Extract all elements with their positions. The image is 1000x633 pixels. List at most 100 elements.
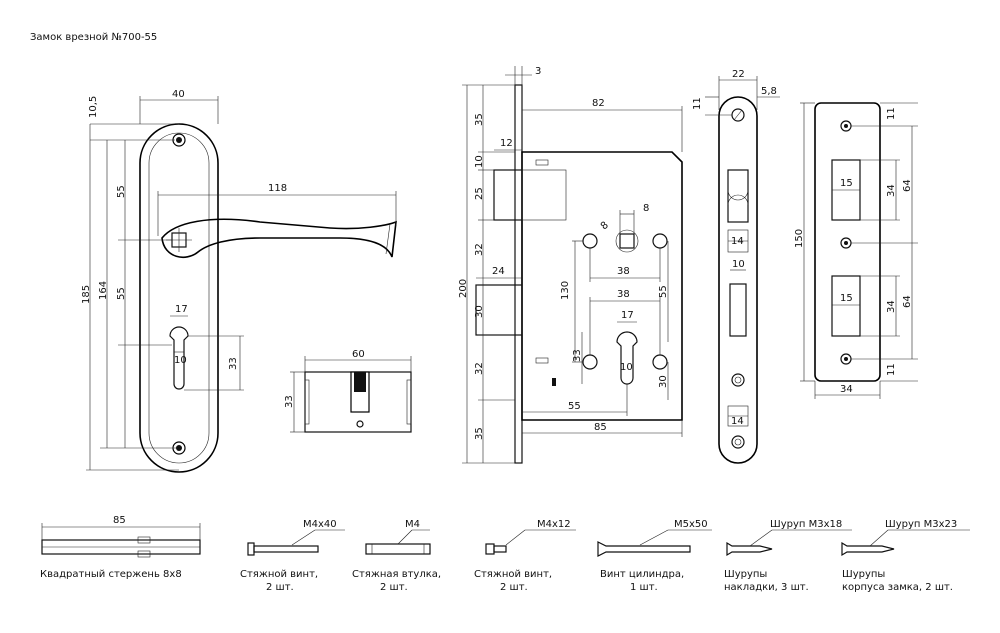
- caption-m3x23-2: корпуса замка, 2 шт.: [842, 582, 953, 593]
- handle-cylinder-cutout: [169, 326, 189, 390]
- dim-lock-32a: 32: [474, 243, 485, 256]
- dim-handle-top: 10,5: [88, 96, 99, 118]
- handle-lever: [161, 218, 397, 259]
- dim-lock-25: 25: [474, 187, 485, 200]
- caption-m4x40-2: 2 шт.: [266, 582, 294, 593]
- caption-m4x40-1: Стяжной винт,: [240, 569, 318, 580]
- dim-lock-24: 24: [492, 266, 505, 277]
- faceplate-latch-window: [727, 169, 749, 223]
- dim-lock-30b: 30: [658, 375, 669, 388]
- dim-lock-130: 130: [560, 281, 571, 300]
- dim-lock-10b: 10: [620, 362, 633, 373]
- dim-lock-38a: 38: [617, 266, 630, 277]
- dim-faceplate-22: 22: [732, 69, 745, 80]
- spindle-caption: Квадратный стержень 8x8: [40, 569, 182, 580]
- part-m4x12: M4x12 Стяжной винт, 2 шт.: [474, 519, 576, 593]
- part-m4x40: M4x40 Стяжной винт, 2 шт.: [240, 519, 345, 593]
- dim-lock-12: 12: [500, 138, 513, 149]
- dim-lock-32b: 32: [474, 362, 485, 375]
- dim-faceplate-11: 11: [692, 97, 703, 110]
- dim-cutout-17: 17: [175, 304, 188, 315]
- handle-plate-outer: [139, 123, 219, 473]
- lock-faceplate-strip: [514, 84, 523, 464]
- dim-lock-17: 17: [621, 310, 634, 321]
- label-m3x18: Шуруп M3x18: [770, 519, 842, 530]
- dim-faceplate-14b: 14: [731, 416, 744, 427]
- dim-lock-33: 33: [572, 349, 583, 362]
- label-m4x12: M4x12: [537, 519, 571, 530]
- dim-strike-11b: 11: [886, 363, 897, 376]
- dim-lock-38b: 38: [617, 289, 630, 300]
- dim-strike-15b: 15: [840, 293, 853, 304]
- dim-lock-3: 3: [535, 66, 541, 77]
- dim-handle-55a: 55: [116, 185, 127, 198]
- drawing-title: Замок врезной №700-55: [30, 32, 157, 43]
- caption-m5x50-2: 1 шт.: [630, 582, 658, 593]
- parts-row: 85 Квадратный стержень 8x8 M4x40 Стяжной…: [40, 515, 970, 593]
- label-m5x50: M5x50: [674, 519, 708, 530]
- label-m3x23: Шуруп M3x23: [885, 519, 957, 530]
- part-m5x50: M5x50 Винт цилиндра, 1 шт.: [597, 519, 712, 593]
- dim-lock-8-square: 8: [643, 203, 649, 214]
- latch-bolt: [493, 169, 523, 221]
- dim-strike-64a: 64: [902, 179, 913, 192]
- faceplate-bolt-window: [729, 283, 747, 337]
- dim-cylinder-60: 60: [352, 349, 365, 360]
- dim-strike-34c: 34: [840, 384, 853, 395]
- caption-m4x12-1: Стяжной винт,: [474, 569, 552, 580]
- part-m4-bushing: M4 Стяжная втулка, 2 шт.: [352, 519, 441, 593]
- dim-lock-55-horiz: 55: [568, 401, 581, 412]
- lock-body-view: 3 82 35 10 12 25 32 24 30 32 35 200 130 …: [458, 66, 683, 464]
- dim-strike-15a: 15: [840, 178, 853, 189]
- handle-view: 40 10,5 55 55 164 185 118 17 10 33: [81, 89, 397, 473]
- dim-lock-55-vert: 55: [658, 285, 669, 298]
- label-m4x40: M4x40: [303, 519, 337, 530]
- dim-cutout-33: 33: [228, 357, 239, 370]
- spindle-part: 85 Квадратный стержень 8x8: [40, 515, 201, 580]
- dim-lock-35b: 35: [474, 427, 485, 440]
- lock-cylinder-hole: [616, 331, 638, 385]
- dim-strike-34b: 34: [886, 300, 897, 313]
- follower-square: [619, 233, 635, 249]
- dim-lock-82: 82: [592, 98, 605, 109]
- part-m3x23: Шуруп M3x23 Шурупы корпуса замка, 2 шт.: [841, 519, 970, 593]
- strike-plate-outline: [814, 102, 881, 382]
- dim-lock-85: 85: [594, 422, 607, 433]
- dim-strike-150: 150: [794, 229, 805, 248]
- dim-cylinder-33: 33: [284, 395, 295, 408]
- dim-handle-185: 185: [81, 285, 92, 304]
- strike-bolt-window: [831, 275, 861, 337]
- dim-handle-55b: 55: [116, 287, 127, 300]
- cylinder-view: 60 33: [284, 349, 412, 433]
- part-m3x18: Шуруп M3x18 Шурупы накладки, 3 шт.: [724, 519, 852, 593]
- caption-m3x23-1: Шурупы: [842, 569, 885, 580]
- faceplate-view: 22 5,8 11 14 10 14: [692, 69, 780, 464]
- faceplate-outline: [718, 96, 758, 464]
- dim-lock-200: 200: [458, 279, 469, 298]
- label-m4: M4: [405, 519, 420, 530]
- dim-faceplate-14a: 14: [731, 236, 744, 247]
- dim-lock-8-diam: 8: [599, 220, 611, 233]
- dim-cutout-10: 10: [174, 355, 187, 366]
- dim-strike-64b: 64: [902, 295, 913, 308]
- dim-strike-34a: 34: [886, 184, 897, 197]
- dim-handle-118: 118: [268, 183, 287, 194]
- dim-faceplate-10: 10: [732, 259, 745, 270]
- lock-case: [521, 151, 683, 421]
- handle-plate-inner: [148, 132, 210, 464]
- caption-m4-2: 2 шт.: [380, 582, 408, 593]
- dim-lock-35a: 35: [474, 113, 485, 126]
- dim-handle-width: 40: [172, 89, 185, 100]
- caption-m4-1: Стяжная втулка,: [352, 569, 441, 580]
- caption-m3x18-1: Шурупы: [724, 569, 767, 580]
- caption-m3x18-2: накладки, 3 шт.: [724, 582, 809, 593]
- dim-faceplate-58: 5,8: [761, 86, 777, 97]
- caption-m4x12-2: 2 шт.: [500, 582, 528, 593]
- dim-handle-164: 164: [98, 281, 109, 300]
- dim-lock-10: 10: [474, 155, 485, 168]
- dim-spindle-85: 85: [113, 515, 126, 526]
- strike-plate-view: 15 15 11 34 64 34 64 11 150 34: [794, 102, 918, 399]
- dim-lock-30a: 30: [474, 305, 485, 318]
